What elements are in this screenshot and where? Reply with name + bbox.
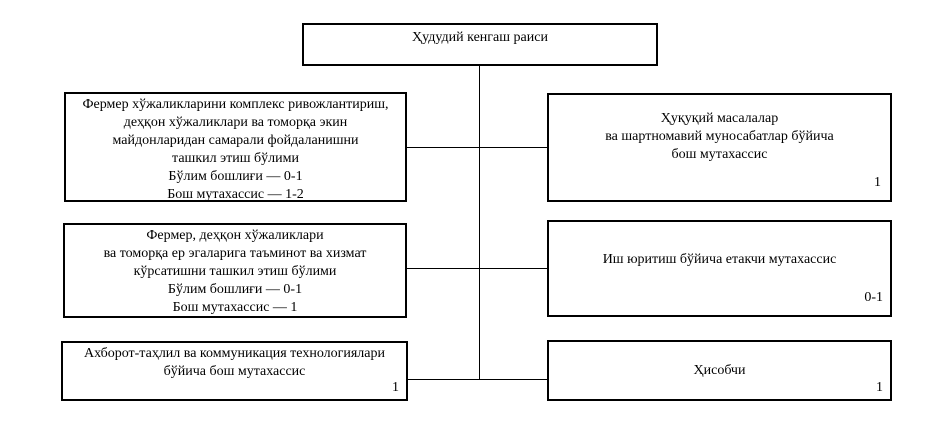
org-box-chairman: Ҳудудий кенгаш раиси: [302, 23, 658, 66]
staff-count: 1: [392, 380, 399, 395]
staff-count: 0-1: [864, 290, 883, 305]
connector-row1-horizontal: [407, 147, 547, 148]
org-box-supply-and-service-dept: Фермер, деҳқон хўжаликлари ва томорқа ер…: [63, 223, 407, 318]
org-box-farm-complex-development-dept: Фермер хўжаликларини комплекс ривожланти…: [64, 92, 407, 202]
org-box-label: Ахборот-таҳлил ва коммуникация технологи…: [84, 346, 385, 379]
org-box-accountant: Ҳисобчи 1: [547, 340, 892, 401]
org-box-label: Фермер, деҳқон хўжаликлари ва томорқа ер…: [103, 228, 367, 315]
staff-count: 1: [876, 380, 883, 395]
org-box-records-management-specialist: Иш юритиш бўйича етакчи мутахассис 0-1: [547, 220, 892, 317]
org-box-label: Фермер хўжаликларини комплекс ривожланти…: [82, 97, 389, 202]
org-box-label: Иш юритиш бўйича етакчи мутахассис: [602, 251, 837, 267]
org-box-chairman-label: Ҳудудий кенгаш раиси: [412, 30, 548, 45]
org-box-legal-affairs-specialist: Ҳуқуқий масалалар ва шартномавий муносаб…: [547, 93, 892, 202]
org-box-label: Ҳисобчи: [693, 362, 746, 378]
org-box-label: Ҳуқуқий масалалар ва шартномавий муносаб…: [605, 110, 834, 162]
connector-trunk-vertical: [479, 66, 480, 380]
org-box-information-analysis-ict-specialist: Ахборот-таҳлил ва коммуникация технологи…: [61, 341, 408, 401]
staff-count: 1: [874, 175, 881, 190]
connector-row2-horizontal: [407, 268, 547, 269]
connector-row3-horizontal: [407, 379, 547, 380]
